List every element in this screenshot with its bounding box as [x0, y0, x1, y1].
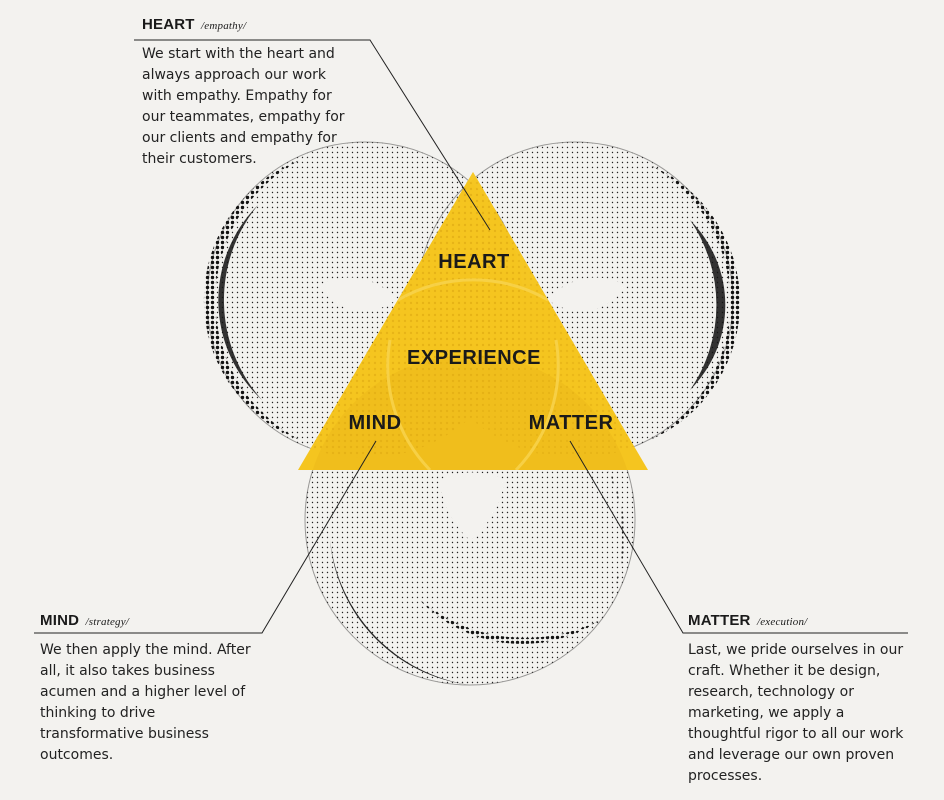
matter-callout-subtitle: /execution/: [756, 616, 808, 628]
mind-callout: MIND /strategy/ We then apply the mind. …: [40, 612, 255, 766]
mind-callout-subtitle: /strategy/: [85, 616, 130, 628]
matter-callout-heading: MATTER /execution/: [688, 612, 908, 633]
matter-label: MATTER: [529, 412, 614, 434]
heart-callout-subtitle: /empathy/: [201, 20, 247, 32]
heart-callout-body: We start with the heart and always appro…: [142, 46, 345, 167]
matter-callout: MATTER /execution/ Last, we pride oursel…: [688, 612, 908, 787]
mind-callout-heading: MIND /strategy/: [40, 612, 255, 633]
leader-lines: [34, 39, 908, 634]
mind-callout-body: We then apply the mind. After all, it al…: [40, 642, 251, 763]
heart-callout-heading: HEART /empathy/: [142, 16, 357, 37]
matter-callout-body: Last, we pride ourselves in our craft. W…: [688, 642, 904, 784]
petal-gaps: [318, 277, 626, 540]
heart-callout-title: HEART: [142, 16, 195, 33]
matter-callout-title: MATTER: [688, 612, 751, 629]
experience-label: EXPERIENCE: [407, 347, 541, 369]
mind-label: MIND: [348, 412, 401, 434]
heart-callout: HEART /empathy/ We start with the heart …: [142, 16, 357, 170]
mind-callout-title: MIND: [40, 612, 80, 629]
heart-label: HEART: [438, 251, 509, 273]
